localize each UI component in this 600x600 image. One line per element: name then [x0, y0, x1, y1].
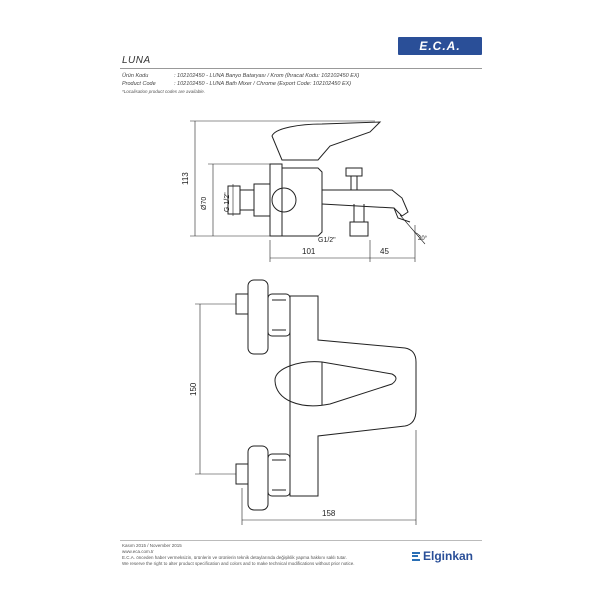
dim-g-half-side: G 1/2" — [224, 192, 231, 212]
dim-101: 101 — [302, 247, 316, 256]
eca-logo-text: E.C.A. — [419, 39, 461, 53]
dim-158: 158 — [322, 509, 336, 518]
dim-dia-70: Ø70 — [201, 197, 208, 210]
lever-handle — [271, 121, 382, 161]
dim-150: 150 — [189, 382, 198, 396]
elginkan-wordmark: Elginkan — [423, 549, 474, 563]
footer-notice-en: We reserve the right to alter product sp… — [122, 561, 355, 566]
header-divider — [120, 68, 482, 69]
front-dimensions — [195, 303, 417, 525]
front-view — [235, 279, 417, 511]
product-code-tr: Ürün Kodu : 102102450 - LUNA Banyo Batary… — [122, 73, 359, 79]
footer-date: Kasım 2015 / November 2015 — [122, 543, 182, 548]
dim-113: 113 — [181, 172, 190, 185]
shower-outlet — [349, 221, 369, 237]
footer-notice-tr: E.C.A. önceden haber vermeksizin, ürünle… — [122, 555, 347, 560]
top-inlet-stem — [235, 293, 249, 315]
product-code-en-label: Product Code — [122, 81, 156, 87]
inlet-fitting — [227, 185, 241, 215]
footer-divider — [120, 540, 482, 541]
product-name: LUNA — [122, 55, 151, 66]
top-escutcheon — [247, 279, 269, 355]
elginkan-mark-icon — [412, 551, 420, 561]
elginkan-logo: Elginkan — [412, 549, 473, 563]
bottom-escutcheon — [247, 445, 269, 511]
front-body — [289, 295, 417, 497]
mixer-body — [281, 167, 323, 237]
diverter-knob — [345, 167, 363, 177]
product-code-tr-value: : 102102450 - LUNA Banyo Bataryası / Kro… — [174, 73, 360, 79]
connector-nut — [253, 183, 271, 217]
footer-url[interactable]: www.eca.com.tr — [122, 549, 154, 554]
dim-45: 45 — [380, 247, 389, 256]
side-dimensions — [190, 120, 426, 262]
inlet-circle — [271, 187, 297, 213]
localisation-note: *Localisation product codes are availabl… — [122, 89, 206, 94]
dim-angle: 20° — [418, 236, 428, 242]
eca-logo: E.C.A. — [398, 37, 482, 55]
product-code-en-value: : 102102450 - LUNA Bath Mixer / Chrome (… — [174, 81, 352, 87]
product-code-tr-label: Ürün Kodu — [122, 73, 149, 79]
product-code-en: Product Code : 102102450 - LUNA Bath Mixe… — [122, 81, 351, 87]
front-handle — [274, 361, 397, 407]
spout — [321, 189, 409, 217]
bottom-inlet-stem — [235, 463, 249, 485]
side-view — [227, 121, 411, 237]
dim-g-half-outlet: G1/2" — [318, 237, 336, 244]
